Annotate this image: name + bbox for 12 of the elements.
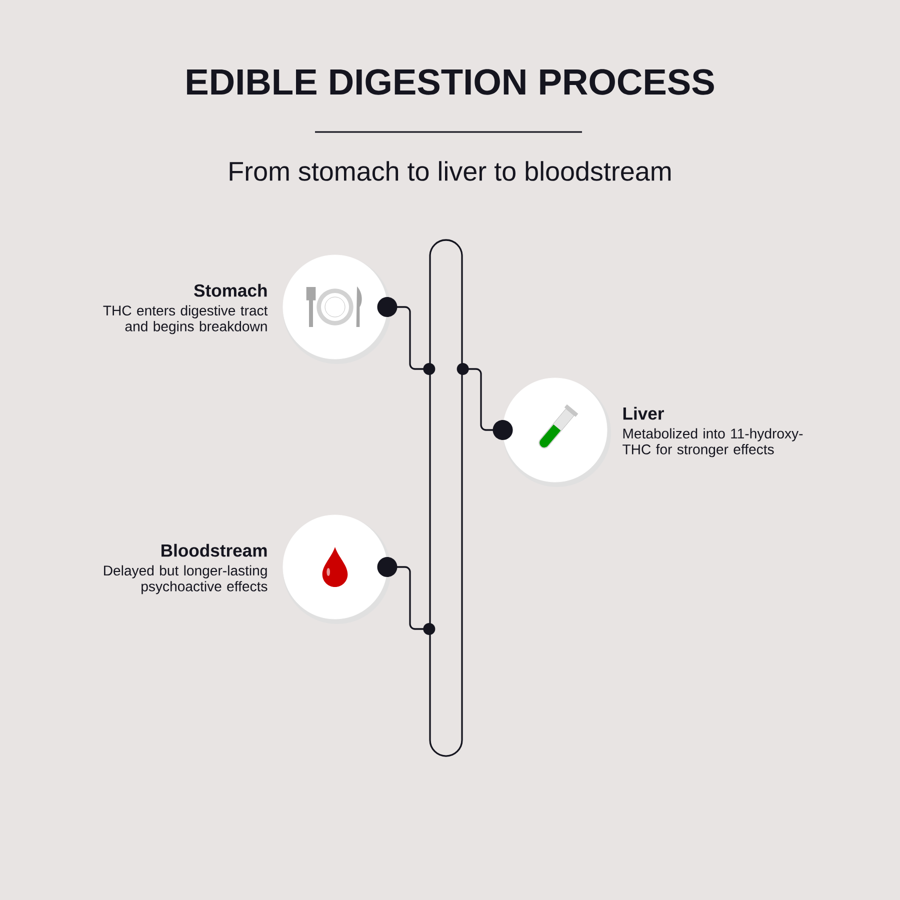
step-description: Delayed but longer-lasting psychoactive effects — [104, 565, 268, 594]
track-bar — [429, 239, 463, 757]
title: EDIBLE DIGESTION PROCESS — [187, 69, 714, 95]
connector — [377, 297, 436, 375]
step-heading: Stomach — [194, 284, 267, 297]
step-heading: Bloodstream — [162, 544, 267, 557]
subtitle: From stomach to liver to bloodstream — [230, 161, 671, 181]
step-description: Metabolized into 11-hydroxy-THC for stronger effects — [622, 428, 803, 458]
connector — [377, 557, 436, 635]
step-heading: Liver — [623, 406, 664, 420]
connector — [456, 363, 513, 440]
step-description: THC enters digestive tract and begins breakdown — [103, 305, 268, 334]
